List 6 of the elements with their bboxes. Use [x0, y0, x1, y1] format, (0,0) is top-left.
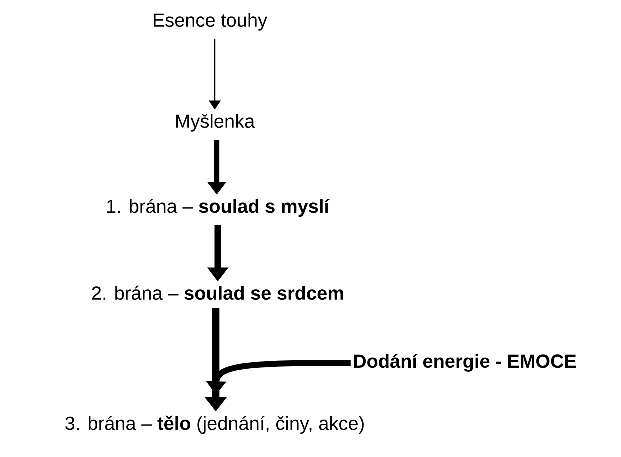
- text-label: Esence touhy: [154, 13, 268, 31]
- text-label: 1. brána – soulad s myslí: [107, 199, 330, 217]
- text-label: 2. brána – soulad se srdcem: [92, 286, 344, 300]
- text-label: 3. brána – tělo (jednání, činy, akce): [66, 416, 364, 434]
- text-label: Myšlenka: [176, 114, 256, 132]
- text-label: Dodání energie - EMOCE: [354, 354, 576, 372]
